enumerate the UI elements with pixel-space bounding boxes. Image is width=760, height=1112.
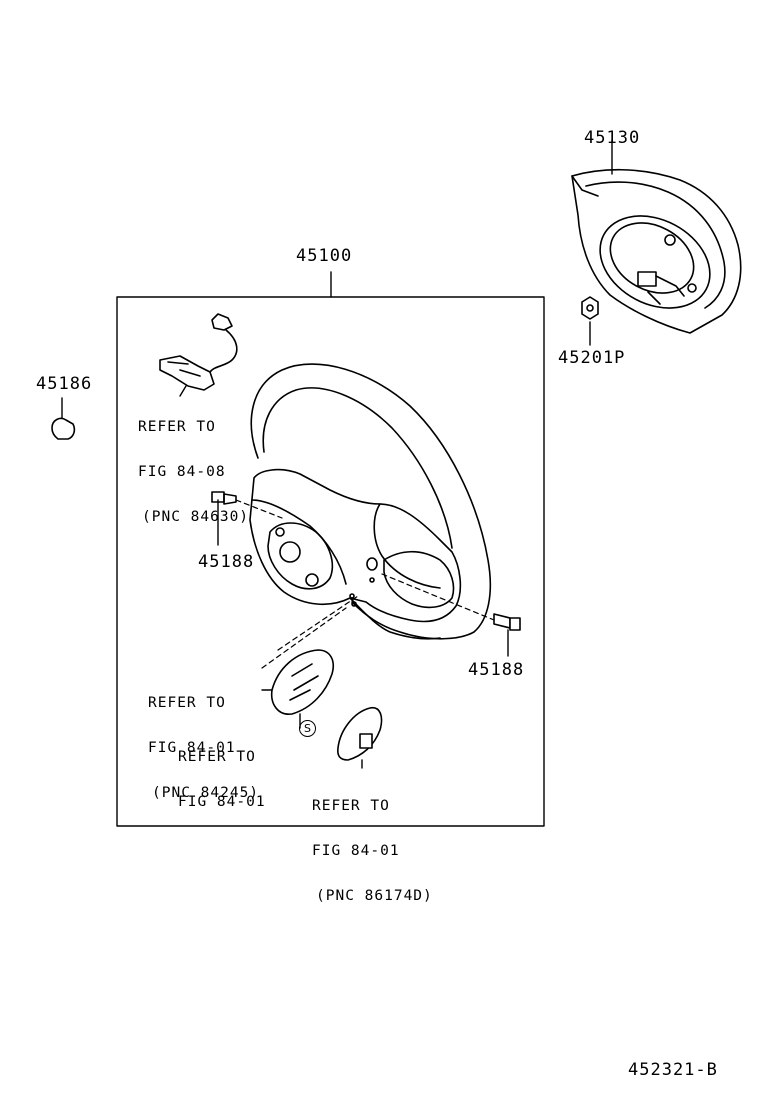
left-screw-drawing — [211, 491, 237, 546]
cap-drawing — [51, 397, 76, 440]
ref-s-line2: FIG 84-01 — [178, 794, 266, 810]
ref-right-line3: (PNC 86174D) — [316, 888, 433, 904]
figure-id: 452321-B — [628, 1060, 718, 1080]
s-symbol-icon: S — [299, 720, 316, 737]
part-number-45186: 45186 — [36, 374, 93, 394]
part-number-45188-left: 45188 — [198, 552, 255, 572]
ref-left-line2: FIG 84-01 — [148, 740, 236, 756]
ref-harness-line3: (PNC 84630) — [142, 509, 250, 525]
ref-harness-line1: REFER TO — [138, 419, 216, 435]
ref-right-switch: REFER TO FIG 84-01 (PNC 86174D) — [312, 769, 433, 934]
part-number-45201p: 45201P — [558, 348, 626, 368]
ref-s-line1: REFER TO — [178, 749, 256, 765]
ref-left-line1: REFER TO — [148, 695, 226, 711]
right-screw-drawing — [493, 613, 521, 657]
ref-right-line2: FIG 84-01 — [312, 843, 400, 859]
ref-harness-line2: FIG 84-08 — [138, 464, 226, 480]
left-switch-drawing — [261, 649, 334, 729]
switch-harness-drawing — [159, 313, 238, 397]
steering-wheel-drawing — [249, 363, 492, 640]
ref-right-line1: REFER TO — [312, 798, 390, 814]
part-number-45188-right: 45188 — [468, 660, 525, 680]
part-number-45100: 45100 — [296, 246, 353, 266]
ref-left-line3: (PNC 84245) — [152, 785, 260, 801]
right-switch-drawing — [337, 706, 383, 769]
nut-drawing — [581, 296, 599, 346]
dashed-guides — [235, 499, 495, 669]
ref-s-marked: REFER TO FIG 84-01 — [178, 720, 266, 840]
part-number-45130: 45130 — [584, 128, 641, 148]
ref-left-switch: REFER TO FIG 84-01 (PNC 84245) — [148, 666, 259, 831]
ref-harness: REFER TO FIG 84-08 (PNC 84630) — [138, 390, 249, 555]
steering-pad-drawing — [571, 139, 742, 334]
